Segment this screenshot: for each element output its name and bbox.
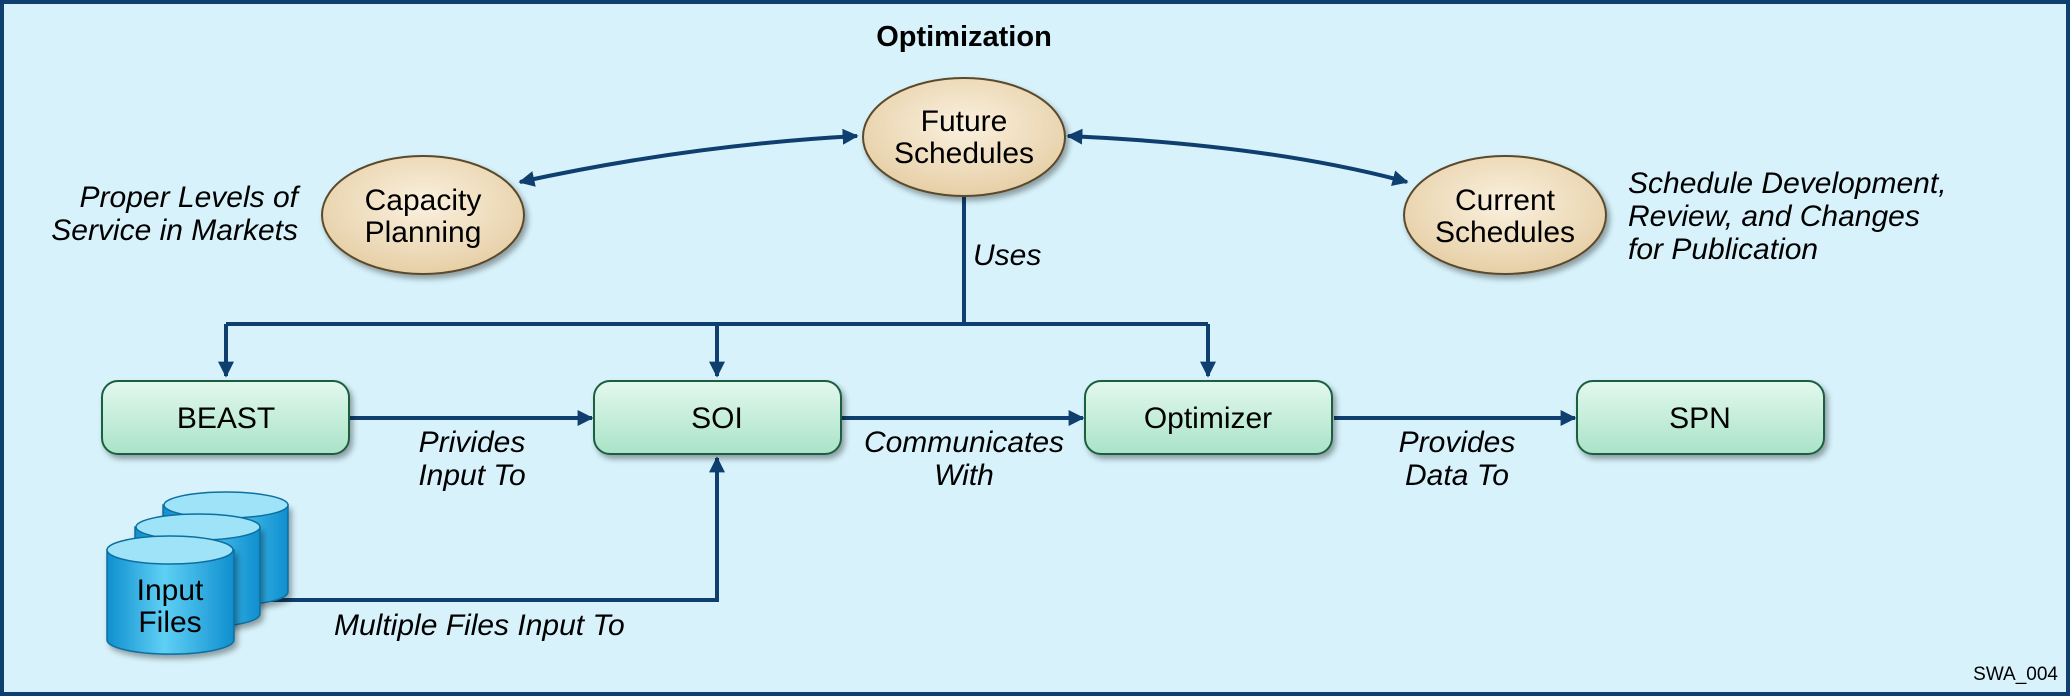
node-label-line: Capacity (365, 184, 482, 217)
node-capacity-planning: Capacity Planning (321, 155, 525, 275)
node-label-line: Planning (365, 216, 482, 249)
arrow-files-soi (236, 456, 725, 602)
provides-data-label: Provides Data To (1399, 426, 1516, 492)
uses-label: Uses (973, 239, 1041, 272)
node-spn: SPN (1576, 380, 1825, 455)
diagram-title: Optimization (876, 21, 1052, 53)
cylinder-front (106, 535, 235, 655)
reference-id: SWA_004 (1973, 664, 2058, 685)
arrow-future-current (1066, 128, 1409, 186)
label-line: Data To (1405, 459, 1509, 492)
node-label-line: Current (1455, 184, 1556, 217)
note-line: Schedule Development, (1628, 167, 1947, 200)
label-line: With (934, 459, 994, 492)
node-label-line: Files (138, 606, 201, 639)
label-line: Communicates (864, 426, 1064, 459)
node-optimizer: Optimizer (1084, 380, 1333, 455)
current-note: Schedule Development, Review, and Change… (1628, 167, 1947, 266)
label-line: Provides (1399, 426, 1516, 459)
node-label-line: Future (921, 105, 1008, 138)
node-label: SPN (1669, 402, 1731, 435)
label-line: Input To (418, 459, 525, 492)
communicates-label: Communicates With (864, 426, 1064, 492)
node-label: SOI (691, 402, 743, 435)
node-future-schedules: Future Schedules (862, 77, 1066, 197)
label-line: Privides (419, 426, 526, 459)
node-label-line: Schedules (894, 137, 1034, 170)
node-current-schedules: Current Schedules (1403, 155, 1607, 275)
note-line: Service in Markets (51, 214, 298, 247)
node-soi: SOI (593, 380, 842, 455)
node-label: Optimizer (1144, 402, 1272, 435)
node-beast: BEAST (101, 380, 350, 455)
node-label-line: Schedules (1435, 216, 1575, 249)
note-line: Proper Levels of (80, 181, 301, 214)
multiple-files-label: Multiple Files Input To (334, 609, 625, 642)
connectors (218, 128, 1577, 602)
arrow-capacity-future (518, 128, 859, 187)
node-label: BEAST (177, 402, 275, 435)
provides-input-label: Privides Input To (418, 426, 525, 492)
capacity-note: Proper Levels of Service in Markets (51, 181, 300, 247)
note-line: Review, and Changes (1628, 200, 1920, 233)
input-files-database-icon: Input Files (106, 491, 289, 655)
note-line: for Publication (1628, 233, 1818, 266)
node-label-line: Input (137, 574, 204, 607)
